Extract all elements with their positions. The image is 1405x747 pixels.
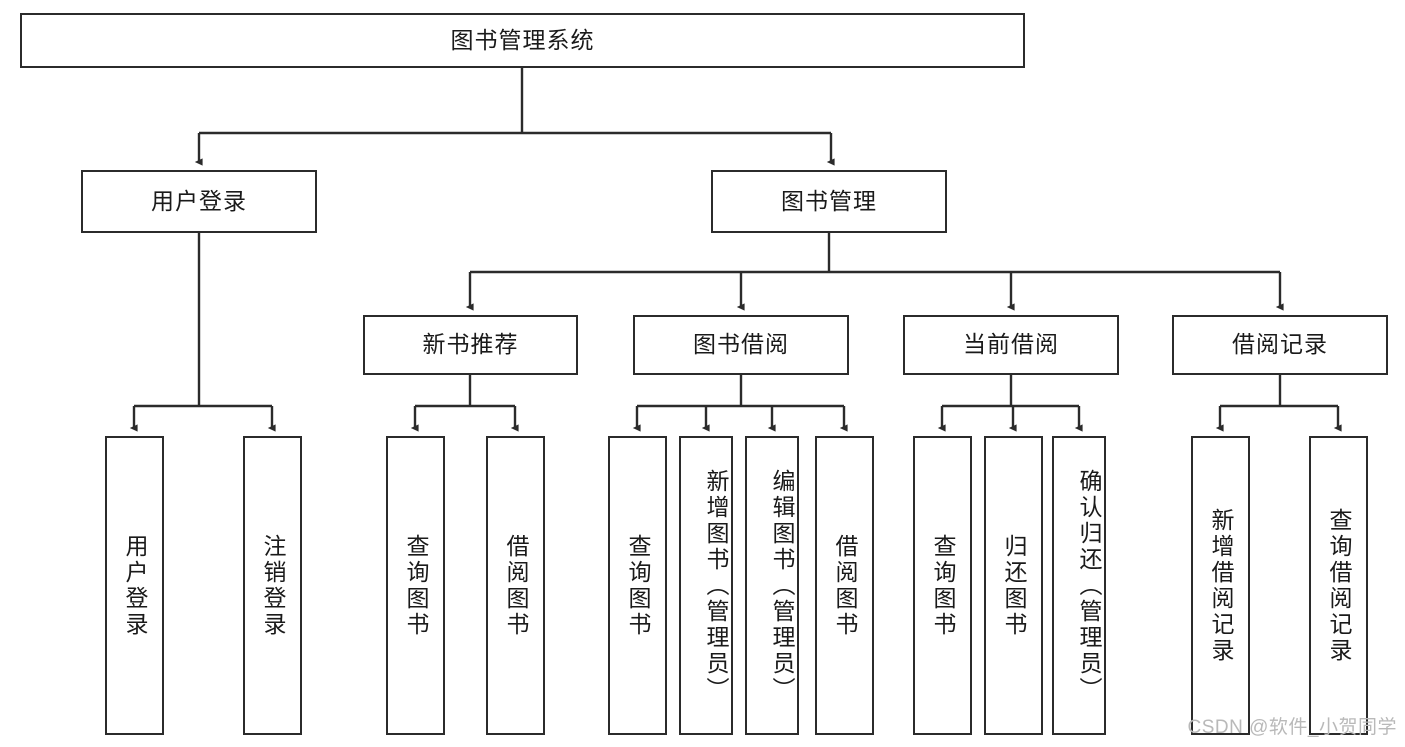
leaf-query-book-current[interactable]: 查询图书 — [913, 436, 972, 735]
leaf-borrow-book-recommend[interactable]: 借阅图书 — [486, 436, 545, 735]
node-new-book-recommend[interactable]: 新书推荐 — [363, 315, 578, 375]
leaf-confirm-return-admin[interactable]: 确认归还（管理员） — [1052, 436, 1106, 735]
leaf-borrow-book[interactable]: 借阅图书 — [815, 436, 874, 735]
leaf-edit-book-admin[interactable]: 编辑图书（管理员） — [745, 436, 799, 735]
leaf-add-borrow-record[interactable]: 新增借阅记录 — [1191, 436, 1250, 735]
leaf-add-book-admin[interactable]: 新增图书（管理员） — [679, 436, 733, 735]
node-user-login[interactable]: 用户登录 — [81, 170, 317, 233]
node-root-system[interactable]: 图书管理系统 — [20, 13, 1025, 68]
leaf-query-book-recommend[interactable]: 查询图书 — [386, 436, 445, 735]
leaf-user-login[interactable]: 用户登录 — [105, 436, 164, 735]
leaf-return-book[interactable]: 归还图书 — [984, 436, 1043, 735]
node-book-borrow[interactable]: 图书借阅 — [633, 315, 849, 375]
node-book-management[interactable]: 图书管理 — [711, 170, 947, 233]
leaf-logout[interactable]: 注销登录 — [243, 436, 302, 735]
node-borrow-record[interactable]: 借阅记录 — [1172, 315, 1388, 375]
node-current-borrow[interactable]: 当前借阅 — [903, 315, 1119, 375]
leaf-query-borrow-record[interactable]: 查询借阅记录 — [1309, 436, 1368, 735]
leaf-query-book-borrow[interactable]: 查询图书 — [608, 436, 667, 735]
csdn-watermark: CSDN @软件_小贺同学 — [1187, 717, 1397, 738]
